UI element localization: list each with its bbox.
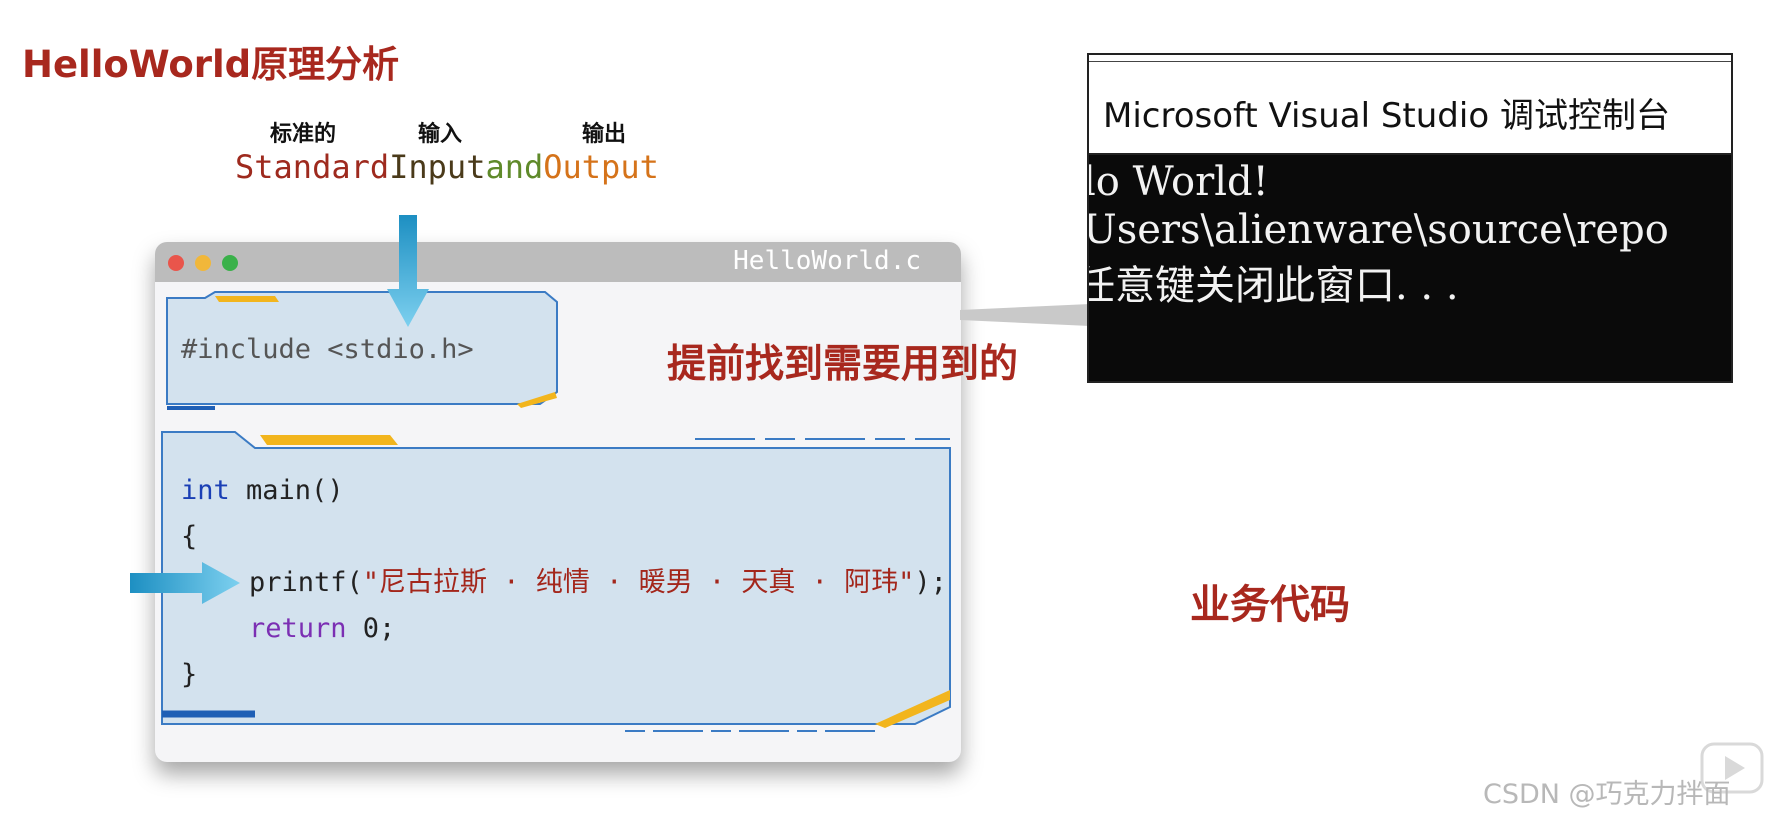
printf-start: printf(	[249, 567, 363, 598]
printf-string: "尼古拉斯 · 纯情 · 暖男 · 天真 · 阿玮"	[362, 567, 915, 598]
code-window: HelloWorld.c #include <stdio.h> int main…	[155, 242, 961, 762]
close-dot-icon	[168, 255, 184, 271]
code-line-return: return 0;	[181, 606, 947, 652]
slide-title: HelloWorld原理分析	[22, 43, 400, 86]
console-connector	[960, 304, 1090, 326]
play-icon	[1700, 742, 1764, 794]
return-value: 0;	[346, 613, 396, 644]
business-code-label: 业务代码	[1190, 582, 1350, 628]
kw-int: int	[181, 475, 230, 506]
console-line-3: 任意键关闭此窗口. . .	[1087, 263, 1459, 309]
code-line-printf: printf("尼古拉斯 · 纯情 · 暖男 · 天真 · 阿玮");	[181, 560, 947, 606]
annotation-output: 输出	[582, 122, 627, 147]
include-panel-stripe	[215, 296, 279, 302]
acronym-standard: Standard	[235, 148, 390, 186]
console-title: Microsoft Visual Studio 调试控制台	[1103, 96, 1670, 136]
main-signature: main()	[229, 475, 344, 506]
include-panel	[166, 291, 558, 405]
main-panel-corner	[875, 690, 950, 728]
callout-text: 提前找到需要用到的	[667, 342, 1019, 387]
console-line-1: lo World!	[1087, 159, 1269, 205]
code-line-main: int main()	[181, 468, 947, 514]
minimize-dot-icon	[195, 255, 211, 271]
debug-console-window: Microsoft Visual Studio 调试控制台 lo World! …	[1087, 53, 1733, 383]
window-titlebar: HelloWorld.c	[155, 242, 961, 282]
include-line: #include <stdio.h>	[181, 334, 474, 365]
include-panel-corner	[517, 392, 557, 408]
console-line-2: Users\alienware\source\repo	[1087, 207, 1669, 253]
include-text: #include <stdio.h>	[181, 334, 474, 365]
main-panel-stripe	[260, 435, 398, 445]
annotation-input: 输入	[418, 122, 463, 147]
down-arrow-icon	[387, 215, 429, 327]
code-line-close-brace: }	[181, 659, 198, 690]
acronym-and: and	[485, 148, 544, 186]
main-panel	[161, 431, 951, 725]
zoom-dot-icon	[222, 255, 238, 271]
watermark: CSDN @巧克力拌面	[1483, 779, 1731, 810]
window-filename: HelloWorld.c	[733, 246, 921, 276]
printf-end: );	[914, 567, 947, 598]
right-arrow-icon	[130, 562, 240, 604]
kw-return: return	[249, 613, 347, 644]
annotation-standard: 标准的	[270, 122, 337, 147]
console-titlebar: Microsoft Visual Studio 调试控制台	[1089, 55, 1731, 155]
code-line-open-brace: {	[181, 521, 198, 552]
main-code-block: int main() { printf("尼古拉斯 · 纯情 · 暖男 · 天真…	[181, 468, 947, 698]
acronym-output: Output	[543, 148, 659, 186]
acronym-input: Input	[389, 148, 486, 186]
standard-io-acronym: StandardInputandOutput	[235, 148, 659, 186]
code-panels-graphic	[161, 291, 951, 732]
